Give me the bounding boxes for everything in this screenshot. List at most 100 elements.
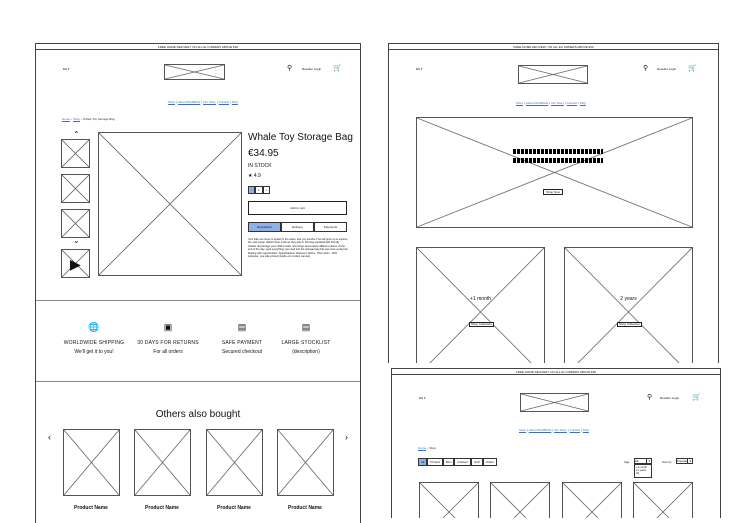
qty-plus[interactable]: + [262,186,271,194]
nav-faq[interactable]: FAQ [582,428,589,432]
tab-description[interactable]: Description [248,222,281,232]
nav-faq[interactable]: FAQ [579,101,586,105]
age-selected: All [635,459,639,463]
rating-value: 4.9 [253,173,261,179]
qty-minus[interactable]: - [248,186,255,194]
cart-icon[interactable]: 🛒 [333,65,342,72]
product-card-image[interactable] [277,429,334,496]
cart-icon[interactable]: 🛒 [688,65,697,72]
nav-about[interactable]: About PlanBKids [525,101,549,105]
search-icon[interactable]: ⚲ [287,65,293,72]
shop-collection-button[interactable]: Shop Collection [469,322,494,327]
age-option[interactable]: 2+ years [636,469,647,473]
feature-sub: We'll get it to you! [74,349,114,355]
delivery-banner: FREE HOME DELIVERY ON ALL EU ORDERS ABOV… [36,44,360,50]
breadcrumb-home[interactable]: Home [418,446,427,450]
nav-about[interactable]: About PlanBKids [177,100,201,104]
carousel-next-icon[interactable]: › [345,432,348,442]
main-nav: Shop|About PlanBKids|Our Story|Contact|F… [516,101,586,105]
dropdown-arrow-icon: ▾ [646,459,650,463]
placeholder-cross [563,483,621,518]
language-selector[interactable]: EN ▾ [63,67,70,71]
language-selector[interactable]: EN ▾ [419,396,426,400]
nav-shop[interactable]: Shop [516,101,524,105]
star-icon: ★ [248,173,253,179]
breadcrumb-home[interactable]: Home [62,117,71,121]
nav-our-story[interactable]: Our Story [551,101,564,105]
age-option[interactable]: All [636,472,639,476]
reseller-login-link[interactable]: Reseller Login [660,396,680,400]
qty-value[interactable]: 1 [255,186,263,194]
product-name[interactable]: Product Name [74,505,108,511]
add-to-cart-button[interactable]: Add to cart [248,201,347,215]
tab-delivery[interactable]: Delivery [281,222,314,232]
placeholder-cross [521,394,588,411]
product-card-image[interactable] [206,429,263,496]
product-name[interactable]: Product Name [145,505,179,511]
product-name[interactable]: Product Name [217,505,251,511]
breadcrumb: Home›Shop [418,446,437,450]
placeholder-cross [207,430,262,495]
chevron-down-icon[interactable]: ⌄ [73,236,80,245]
filter-outlet[interactable]: Outlet [482,458,497,466]
cart-icon[interactable]: 🛒 [692,394,701,401]
placeholder-cross [634,483,692,518]
filter-outdoor[interactable]: Outdoor [454,458,472,466]
reseller-login-link[interactable]: Reseller Login [657,67,677,71]
nav-contact[interactable]: Contact [218,100,230,104]
shop-now-button[interactable]: Shop Now [543,189,563,195]
thumbnail[interactable] [61,139,90,168]
shop-page-panel: FREE HOME DELIVERY ON ALL EU ORDERS ABOV… [391,368,721,518]
product-card-image[interactable] [490,482,550,518]
filter-soft[interactable]: Soft [471,458,483,466]
tab-payments[interactable]: Payments [314,222,347,232]
search-icon[interactable]: ⚲ [647,394,653,401]
thumbnail[interactable] [61,174,90,203]
nav-our-story[interactable]: Our Story [203,100,216,104]
nav-about[interactable]: About PlanBKids [528,428,552,432]
logo-placeholder[interactable] [518,65,588,84]
age-option[interactable]: +1 month [636,466,647,469]
shop-collection-button[interactable]: Shop Collection [617,322,642,327]
nav-our-story[interactable]: Our Story [554,428,567,432]
search-icon[interactable]: ⚲ [643,65,649,72]
quantity-stepper[interactable]: -1+ [248,186,271,194]
placeholder-cross [417,248,544,363]
nav-shop[interactable]: Shop [519,428,527,432]
video-thumbnail[interactable]: ▶ [61,249,90,278]
carousel-prev-icon[interactable]: ‹ [48,432,51,442]
thumbnail[interactable] [61,209,90,238]
sort-select[interactable]: Popular▾ [676,458,693,464]
main-product-image [98,132,242,276]
product-card-image[interactable] [134,429,191,496]
product-name[interactable]: Product Name [288,505,322,511]
language-selector[interactable]: EN ▾ [416,67,423,71]
chevron-up-icon[interactable]: ⌃ [73,130,80,139]
placeholder-cross [62,210,89,237]
nav-contact[interactable]: Contact [566,101,578,105]
product-card-image[interactable] [419,482,479,518]
placeholder-cross [99,133,241,275]
product-card-image[interactable] [633,482,693,518]
product-card-image[interactable] [63,429,120,496]
nav-shop[interactable]: Shop [168,100,176,104]
filter-printed[interactable]: Printed [427,458,443,466]
age-select[interactable]: All ▾ [634,458,652,464]
hero-banner: Shop Now [416,117,693,228]
logo-placeholder[interactable] [164,64,225,80]
breadcrumb-shop[interactable]: Shop [73,117,81,121]
placeholder-cross [62,175,89,202]
reseller-login-link[interactable]: Reseller Login [302,67,322,71]
logo-placeholder[interactable] [520,393,589,412]
nav-faq[interactable]: FAQ [231,100,238,104]
collection-card[interactable]: +1 month Shop Collection [416,247,545,363]
nav-contact[interactable]: Contact [569,428,581,432]
box-icon: ▣ [163,322,173,332]
collection-card[interactable]: 2 years Shop Collection [564,247,693,363]
product-card-image[interactable] [562,482,622,518]
filter-all[interactable]: All [418,458,428,466]
filter-mini[interactable]: Mini [442,458,455,466]
dropdown-arrow-icon: ▾ [687,459,691,463]
